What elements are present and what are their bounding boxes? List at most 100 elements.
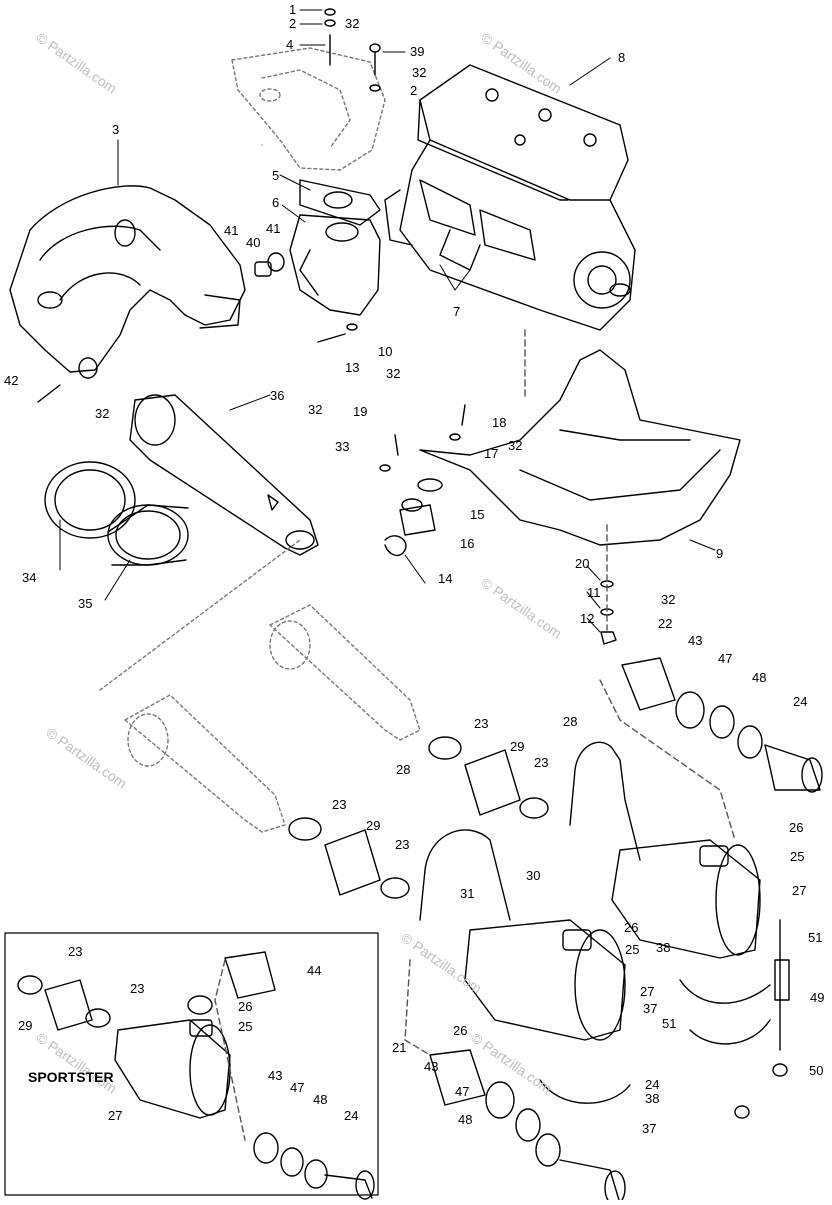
- callout-23: 23: [332, 797, 346, 812]
- hoses-and-clamps: [288, 736, 549, 899]
- callout-47: 47: [718, 651, 732, 666]
- callout-25: 25: [790, 849, 804, 864]
- clamp-and-ring: [44, 461, 189, 566]
- callout-43: 43: [424, 1059, 438, 1074]
- callout-12: 12: [580, 611, 594, 626]
- callout-32: 32: [661, 592, 675, 607]
- callout-2: 2: [410, 83, 417, 98]
- callout-27: 27: [108, 1108, 122, 1123]
- callout-14: 14: [438, 571, 452, 586]
- callout-48: 48: [752, 670, 766, 685]
- engine-block: [384, 64, 636, 331]
- mounting-straps: [419, 741, 641, 921]
- callout-23: 23: [68, 944, 82, 959]
- callout-37: 37: [642, 1121, 656, 1136]
- callout-26: 26: [453, 1023, 467, 1038]
- callout-41: 41: [266, 221, 280, 236]
- callout-32: 32: [308, 402, 322, 417]
- exhaust-manifold: [9, 185, 246, 373]
- callout-32: 32: [345, 16, 359, 31]
- callout-25: 25: [238, 1019, 252, 1034]
- callout-26: 26: [624, 920, 638, 935]
- callout-40: 40: [246, 235, 260, 250]
- inset-title: SPORTSTER: [28, 1069, 114, 1085]
- callout-42: 42: [4, 373, 18, 388]
- callout-32: 32: [95, 406, 109, 421]
- callout-51: 51: [662, 1016, 676, 1031]
- callout-23: 23: [474, 716, 488, 731]
- callout-38: 38: [656, 940, 670, 955]
- outlet-upper-right: [621, 657, 823, 793]
- callout-47: 47: [455, 1084, 469, 1099]
- callout-48: 48: [313, 1092, 327, 1107]
- callout-30: 30: [526, 868, 540, 883]
- callout-29: 29: [510, 739, 524, 754]
- callout-9: 9: [716, 546, 723, 561]
- callout-39: 39: [410, 44, 424, 59]
- watermark-text: © Partzilla.com: [33, 1029, 119, 1096]
- manifold-ghost: [231, 47, 386, 171]
- callout-15: 15: [470, 507, 484, 522]
- callout-41: 41: [224, 223, 238, 238]
- callout-16: 16: [460, 536, 474, 551]
- watermark-text: © Partzilla.com: [43, 724, 129, 791]
- callout-17: 17: [484, 446, 498, 461]
- callout-1: 1: [289, 2, 296, 17]
- callout-11: 11: [587, 585, 601, 600]
- sportster-inset-frame: [4, 932, 379, 1196]
- leader-lines: [404, 329, 736, 1056]
- callout-48: 48: [458, 1112, 472, 1127]
- muffler-lower: [464, 919, 626, 1041]
- callout-4: 4: [286, 37, 293, 52]
- diffuser-ghosts: [99, 539, 421, 833]
- callout-50: 50: [809, 1063, 823, 1078]
- callout-32: 32: [508, 438, 522, 453]
- callout-37: 37: [643, 1001, 657, 1016]
- callout-19: 19: [353, 404, 367, 419]
- callout-23: 23: [130, 981, 144, 996]
- callout-43: 43: [688, 633, 702, 648]
- callout-27: 27: [640, 984, 654, 999]
- mount-parts: [384, 478, 443, 557]
- gasket-and-elbow: [289, 179, 381, 316]
- callout-3: 3: [112, 122, 119, 137]
- coupler-parts: [78, 252, 285, 379]
- callout-leaders: [59, 9, 716, 633]
- callout-38: 38: [645, 1091, 659, 1106]
- callout-26: 26: [789, 820, 803, 835]
- muffler-upper: [611, 839, 761, 959]
- callout-8: 8: [618, 50, 625, 65]
- callout-47: 47: [290, 1080, 304, 1095]
- callout-6: 6: [272, 195, 279, 210]
- callout-51: 51: [808, 930, 822, 945]
- callout-32: 32: [386, 366, 400, 381]
- callout-31: 31: [460, 886, 474, 901]
- callout-18: 18: [492, 415, 506, 430]
- callout-24: 24: [645, 1077, 659, 1092]
- watermark-text: © Partzilla.com: [398, 929, 484, 996]
- callout-2: 2: [289, 16, 296, 31]
- callout-34: 34: [22, 570, 36, 585]
- watermarks: © Partzilla.com © Partzilla.com © Partzill…: [33, 29, 564, 1096]
- callout-35: 35: [78, 596, 92, 611]
- callout-22: 22: [658, 616, 672, 631]
- callout-49: 49: [810, 990, 824, 1005]
- callout-10: 10: [378, 344, 392, 359]
- engine-mount-plate: [419, 349, 741, 546]
- inset-parts: [17, 951, 375, 1200]
- callout-44: 44: [307, 963, 321, 978]
- callout-23: 23: [395, 837, 409, 852]
- watermark-text: © Partzilla.com: [478, 574, 564, 641]
- callout-28: 28: [396, 762, 410, 777]
- callout-26: 26: [238, 999, 252, 1014]
- callout-27: 27: [792, 883, 806, 898]
- callout-7: 7: [453, 304, 460, 319]
- callout-36: 36: [270, 388, 284, 403]
- callout-13: 13: [345, 360, 359, 375]
- callout-23: 23: [534, 755, 548, 770]
- callout-24: 24: [344, 1108, 358, 1123]
- callout-32: 32: [412, 65, 426, 80]
- callout-28: 28: [563, 714, 577, 729]
